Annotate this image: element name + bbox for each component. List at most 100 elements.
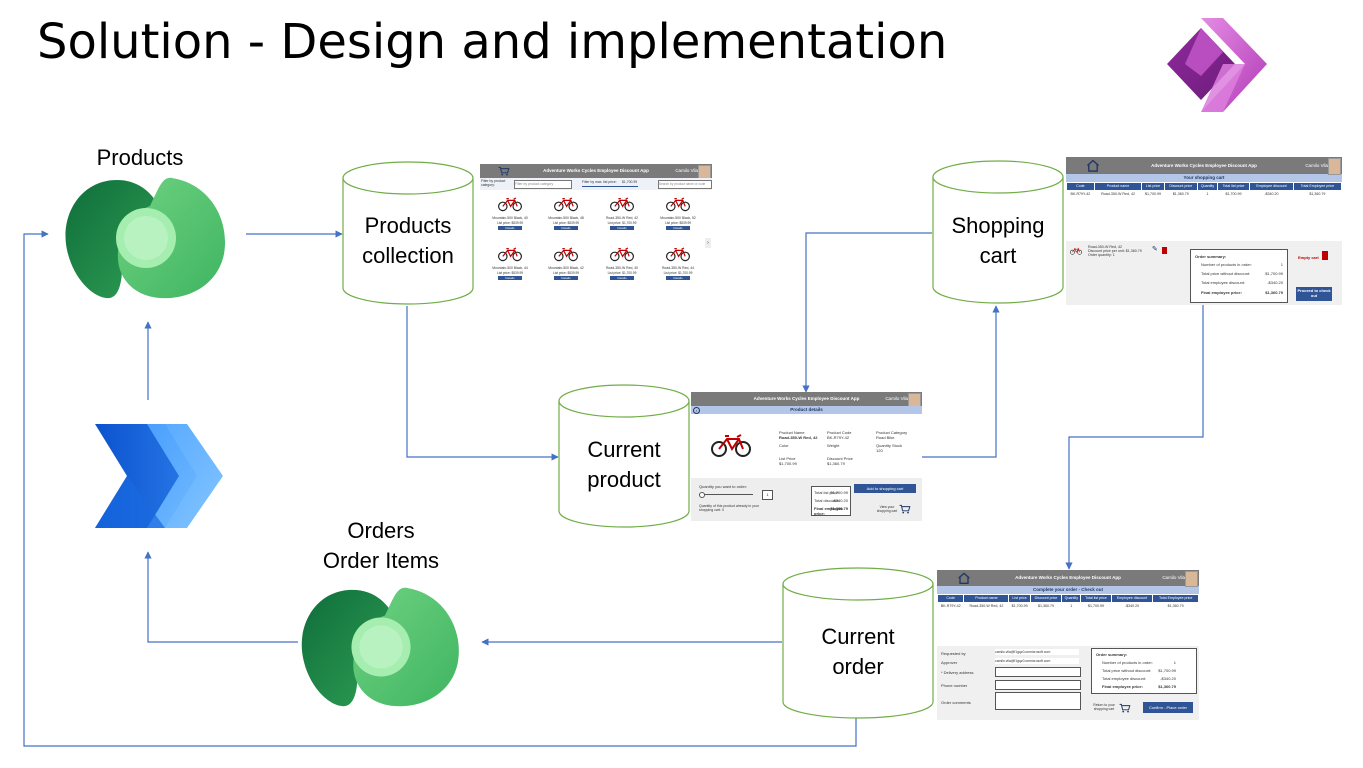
view-cart-link[interactable]: View your shopping cart (876, 505, 898, 513)
column-header: Total list price (1080, 594, 1112, 603)
field-discount-price: Discount Price$1,360.79 (827, 456, 867, 466)
shopping-cart-label: Shopping cart (931, 211, 1065, 271)
orders-label: Orders Order Items (300, 516, 462, 576)
details-button[interactable]: Details (498, 276, 522, 280)
confirm-order-button[interactable]: Confirm - Place order (1143, 702, 1193, 713)
f8-value: $1,360.79 (827, 461, 845, 466)
product-name: Mountain-500 Black, 52 (660, 216, 696, 220)
column-header: List price (1141, 182, 1165, 191)
current-order-cylinder (782, 567, 934, 719)
add-to-cart-button[interactable]: Add to shopping cart (854, 484, 916, 493)
filter-category-dropdown[interactable]: Filter by product category (514, 180, 572, 189)
return-cart-link[interactable]: Return to your shopping cart (1093, 703, 1115, 711)
product-name: Road-350-W Red, 44 (661, 266, 695, 270)
details-button[interactable]: Details (554, 276, 578, 280)
bike-image (610, 246, 634, 262)
avatar (1328, 158, 1341, 175)
total-disc-value: -$340.20 (832, 498, 848, 503)
delete-icon[interactable] (1162, 247, 1167, 254)
details-button[interactable]: Details (666, 276, 690, 280)
next-page-icon[interactable]: › (705, 238, 711, 248)
app-header: Adventure Works Cycles Employee Discount… (1066, 157, 1342, 175)
summary-discount-value: -$340.20 (1160, 676, 1176, 681)
table-cell: $1,700.99 (1011, 604, 1028, 608)
comments-input[interactable] (995, 692, 1081, 710)
cart-icon[interactable] (498, 166, 510, 176)
user-name: Camilo Vila (1305, 163, 1328, 168)
totals-box: Total list price: $1,700.99 Total discou… (811, 486, 851, 516)
app-header: Adventure Works Cycles Employee Discount… (691, 392, 922, 407)
cart-item-price: Discount price per unit: $1,360.79 (1088, 249, 1142, 253)
trash-icon[interactable] (1322, 251, 1328, 260)
summary-price-label: Total price without discount: (1201, 271, 1251, 276)
bike-image (498, 196, 522, 212)
column-header: Product name (963, 594, 1010, 603)
edit-icon[interactable]: ✎ (1152, 246, 1158, 253)
home-icon[interactable] (957, 572, 971, 584)
table-cell: 1 (1206, 192, 1209, 196)
product-price: List price: $539.99 (552, 271, 580, 275)
product-name: Mountain-500 Black, 44 (492, 266, 528, 270)
qty-slider[interactable] (699, 494, 753, 495)
f2-label: Product Code (827, 430, 852, 435)
filter-price-label: Filter by max. list price: (582, 180, 617, 184)
bike-image (1070, 247, 1082, 255)
column-header: Employee discount (1110, 594, 1154, 603)
column-header: Quantity (1061, 594, 1082, 603)
cart-item-name: Road-350-W Red, 42 (1088, 245, 1122, 249)
current-product-line1: Current (587, 437, 661, 462)
total-disc-label: Total discount: (814, 498, 840, 503)
qty-input[interactable]: 1 (762, 490, 773, 500)
product-price: List price: $539.99 (496, 271, 524, 275)
delivery-address-input[interactable] (995, 667, 1081, 677)
details-button[interactable]: Details (498, 226, 522, 230)
search-input[interactable]: Search by product name or code (658, 180, 712, 189)
details-button[interactable]: Details (610, 276, 634, 280)
table-cell: Road-350-W Red, 42 (1101, 192, 1136, 196)
avatar (908, 393, 921, 407)
checkout-button[interactable]: Proceed to check out (1296, 287, 1332, 301)
column-header: Total list price (1217, 182, 1250, 191)
back-icon[interactable]: ‹ (693, 407, 700, 414)
user-name: Camilo Vila (675, 168, 698, 173)
qty-slider-handle[interactable] (699, 492, 705, 498)
empty-cart-link[interactable]: Empty cart (1298, 255, 1319, 260)
products-collection-cylinder (342, 161, 474, 305)
bike-image (554, 246, 578, 262)
price-slider[interactable] (582, 186, 638, 187)
product-price: List price: $1,700.99 (607, 221, 637, 225)
current-order-label: Current order (781, 622, 935, 682)
phone-input[interactable] (995, 680, 1081, 690)
details-screen: Adventure Works Cycles Employee Discount… (691, 392, 922, 521)
details-button[interactable]: Details (610, 226, 634, 230)
already-in-cart: Quantity of this product already in your… (699, 504, 759, 512)
details-button[interactable]: Details (666, 226, 690, 230)
dataverse-icon (65, 177, 226, 299)
requested-by-label: Requested by (941, 651, 966, 656)
summary-price-value: $1,700.99 (1265, 271, 1283, 276)
cart-icon[interactable] (1119, 703, 1131, 713)
gallery-screen: Adventure Works Cycles Employee Discount… (480, 164, 712, 298)
home-icon[interactable] (1086, 159, 1100, 172)
filter-category-label: Filter by product category: (481, 179, 506, 187)
requested-by-value: camilo.vila@f1gqz0.onmicrosoft.com (995, 649, 1079, 655)
summary-title: Order summary: (1096, 652, 1128, 657)
cart-icon[interactable] (899, 504, 911, 514)
checkout-screen: Adventure Works Cycles Employee Discount… (937, 570, 1199, 720)
column-header: Quantity (1196, 182, 1219, 191)
product-name: Mountain-500 Black, 42 (548, 266, 584, 270)
product-name: Road-350-W Red, 40 (605, 266, 639, 270)
bike-image (554, 196, 578, 212)
details-button[interactable]: Details (554, 226, 578, 230)
current-product-cylinder (558, 384, 690, 528)
